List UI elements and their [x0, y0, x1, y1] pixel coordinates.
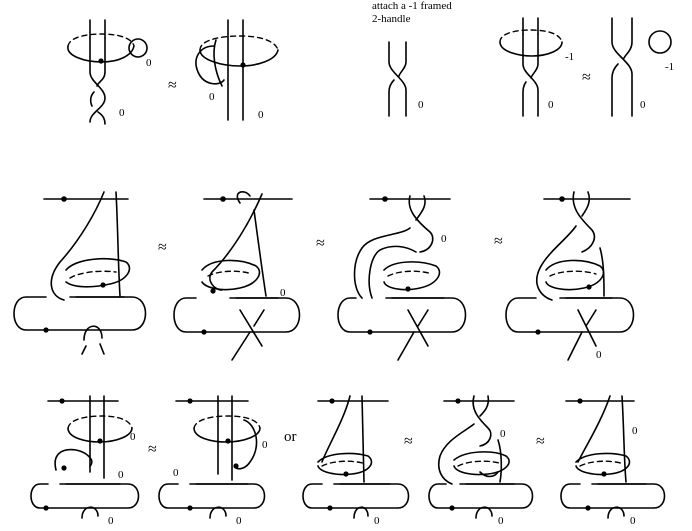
framing-label: 0: [209, 91, 215, 103]
row3-panel-5: 0 0: [560, 395, 666, 527]
row1-panel-2: 0 0: [195, 19, 279, 121]
framing-label: 0: [630, 515, 636, 527]
framing-label: 0: [640, 99, 646, 111]
framing-label: 0: [596, 349, 602, 361]
framing-label: 0: [262, 439, 268, 451]
row3-panel-3: 0: [302, 395, 410, 527]
row2-panel-3: 0: [337, 195, 467, 361]
row2-panel-4: 0: [505, 191, 635, 361]
row1-panel-5: -1 0: [611, 17, 674, 117]
approx-symbol: ≈: [168, 77, 177, 94]
row1-panel-4: -1 0: [499, 17, 574, 117]
framing-label: 0: [258, 109, 264, 121]
framing-label: 0: [173, 467, 179, 479]
approx-symbol: ≈: [158, 239, 167, 256]
row2-panel-2: 0: [173, 191, 301, 361]
framing-label: 0: [374, 515, 380, 527]
approx-symbol: ≈: [148, 441, 157, 458]
row3-panel-4: 0 0: [428, 395, 534, 527]
framing-label: 0: [236, 515, 242, 527]
framing-label: 0: [500, 428, 506, 440]
framing-label: 0: [280, 287, 286, 299]
framing-label: 0: [418, 99, 424, 111]
row2-panel-1: [13, 191, 147, 355]
framing-label: -1: [565, 51, 574, 63]
or-word: or: [284, 429, 297, 445]
framing-label: -1: [665, 61, 674, 73]
approx-symbol: ≈: [582, 69, 591, 86]
framing-label: 0: [146, 57, 152, 69]
framing-label: 0: [118, 469, 124, 481]
framing-label: 0: [632, 425, 638, 437]
caption-line-1: attach a -1 framed: [372, 0, 452, 12]
row1-panel-3: 0: [388, 41, 424, 117]
framing-label: 0: [548, 99, 554, 111]
framing-label: 0: [498, 515, 504, 527]
row3-panel-1: 0 0 0: [30, 395, 140, 527]
approx-symbol: ≈: [494, 233, 503, 250]
approx-symbol: ≈: [536, 433, 545, 450]
row1-panel-1: 0 0: [67, 19, 152, 125]
framing-label: 0: [130, 431, 136, 443]
approx-symbol: ≈: [316, 235, 325, 252]
row3-panel-2: 0 0 0: [158, 395, 268, 527]
framing-label: 0: [108, 515, 114, 527]
caption: attach a -1 framed 2-handle: [372, 0, 452, 26]
approx-symbol: ≈: [404, 433, 413, 450]
framing-label: 0: [441, 233, 447, 245]
framing-label: 0: [119, 107, 125, 119]
caption-line-2: 2-handle: [372, 13, 411, 25]
